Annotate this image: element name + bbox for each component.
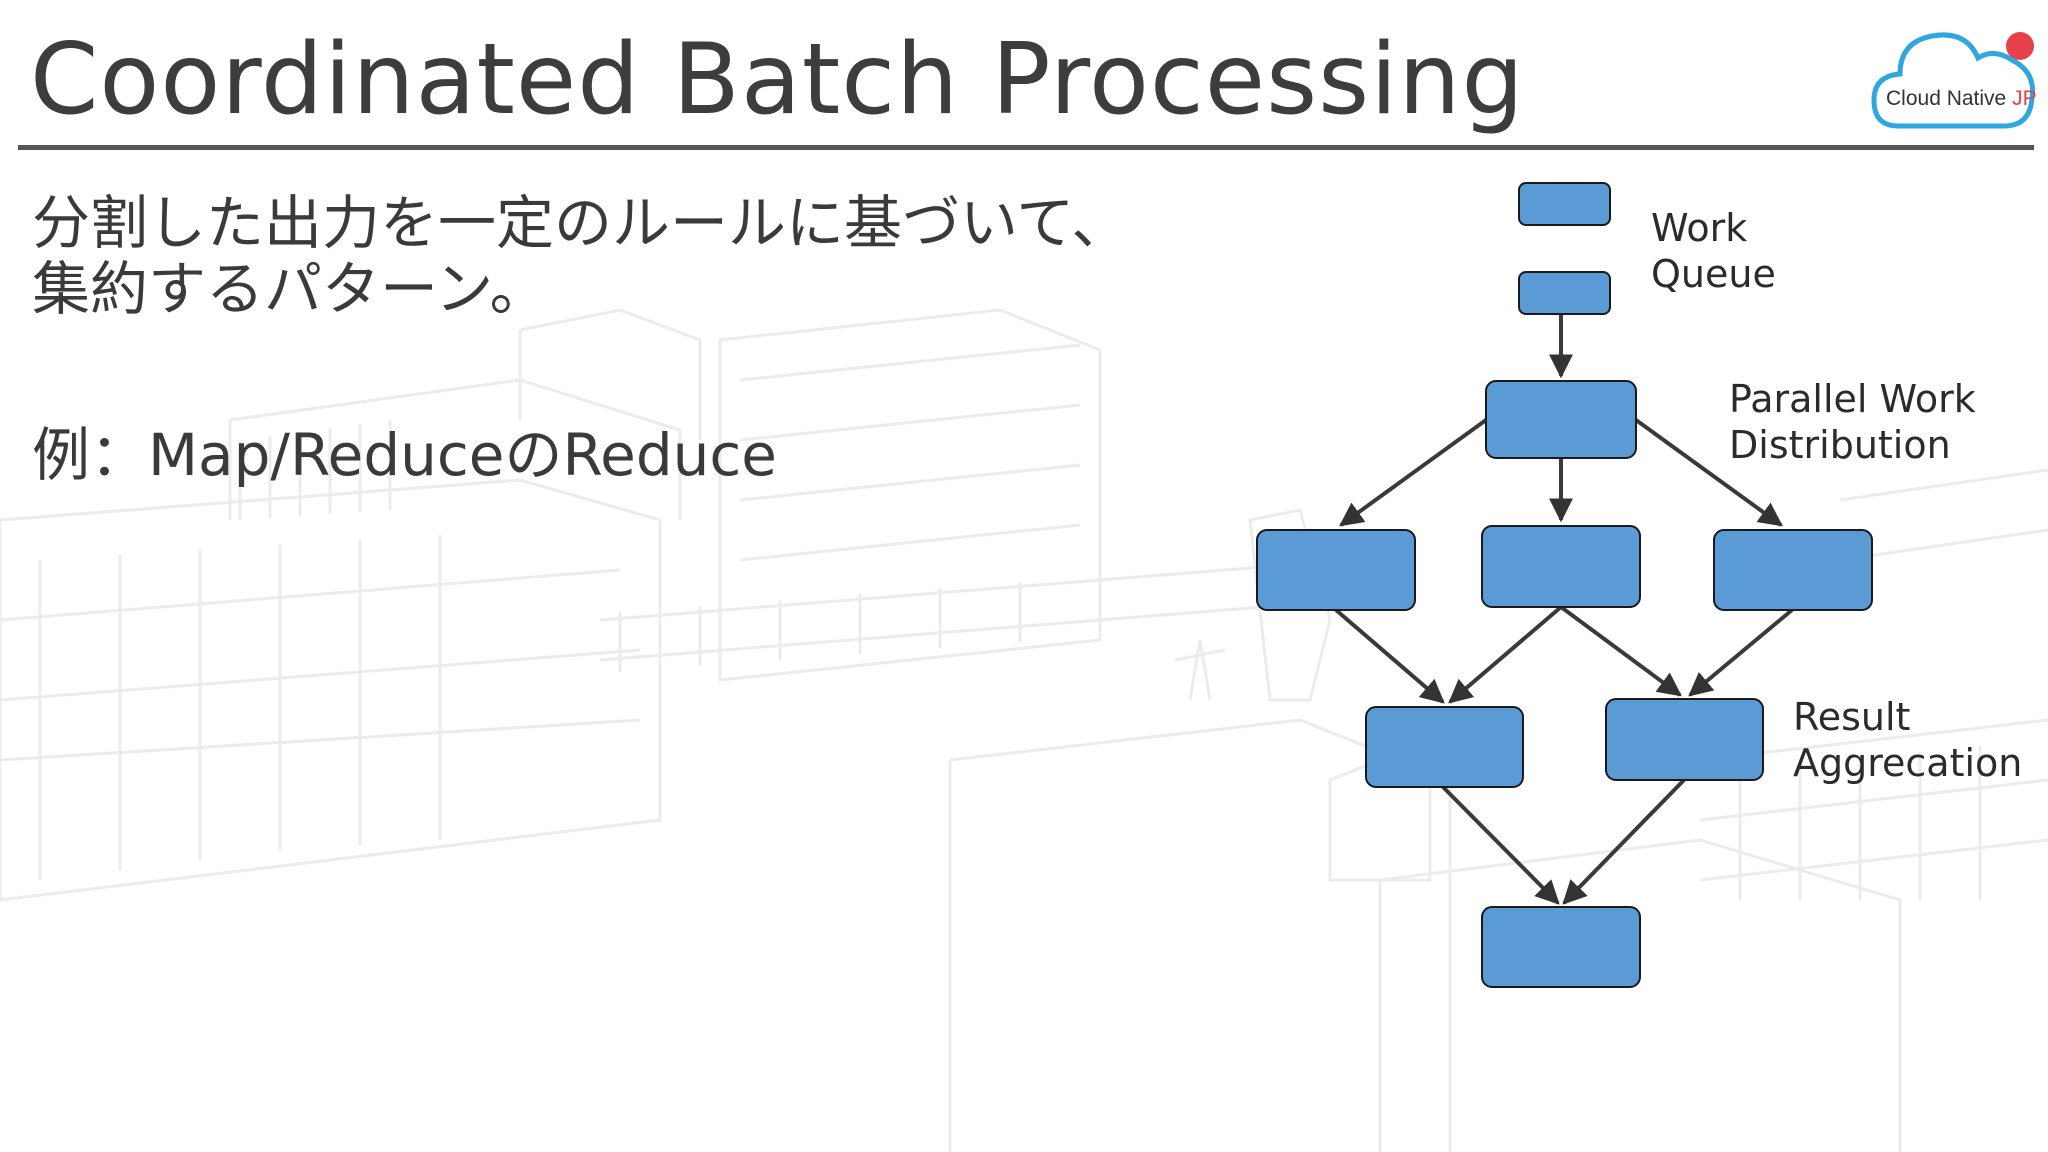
worker-node-right (1713, 529, 1873, 611)
logo-accent-dot (2006, 32, 2034, 60)
worker-node-center (1481, 525, 1641, 608)
reducer-node-left (1365, 706, 1524, 788)
label-parallel-work-distribution: Parallel Work Distribution (1729, 377, 1976, 467)
reducer-node-right (1605, 698, 1764, 781)
description-line-2: 集約するパターン。 (32, 255, 548, 323)
queue-item-2 (1518, 271, 1611, 315)
edge-worker-center-to-reducer-right (1559, 605, 1682, 697)
dispatcher-node (1485, 380, 1637, 459)
cloud-native-jp-logo: Cloud Native JP (1871, 32, 2037, 129)
description: 分割した出力を一定のルールに基づいて、 集約するパターン。 (32, 190, 1129, 322)
edge-dispatcher-to-worker-left (1339, 418, 1488, 527)
logo-cloud-outline (1871, 32, 2036, 129)
edge-reducer-right-to-final (1562, 778, 1686, 905)
edge-worker-center-to-reducer-left (1448, 605, 1563, 704)
edge-reducer-left-to-final (1441, 785, 1560, 905)
label-work-queue: Work Queue (1651, 206, 1776, 296)
final-result-node (1481, 906, 1641, 988)
edge-dispatcher-to-worker-right (1634, 418, 1783, 527)
svg-text:Cloud Native JP: Cloud Native JP (1886, 87, 2037, 110)
queue-item-1 (1518, 182, 1611, 226)
label-result-aggregation: Result Aggrecation (1793, 695, 2023, 785)
description-line-1: 分割した出力を一定のルールに基づいて、 (32, 189, 1130, 257)
edge-worker-right-to-reducer-right (1688, 608, 1794, 697)
example-text: 例：Map/ReduceのReduce (32, 421, 777, 489)
title-divider (18, 145, 2034, 150)
slide-title: Coordinated Batch Processing (30, 23, 1525, 137)
worker-node-left (1256, 529, 1416, 611)
edge-worker-left-to-reducer-left (1334, 608, 1445, 704)
